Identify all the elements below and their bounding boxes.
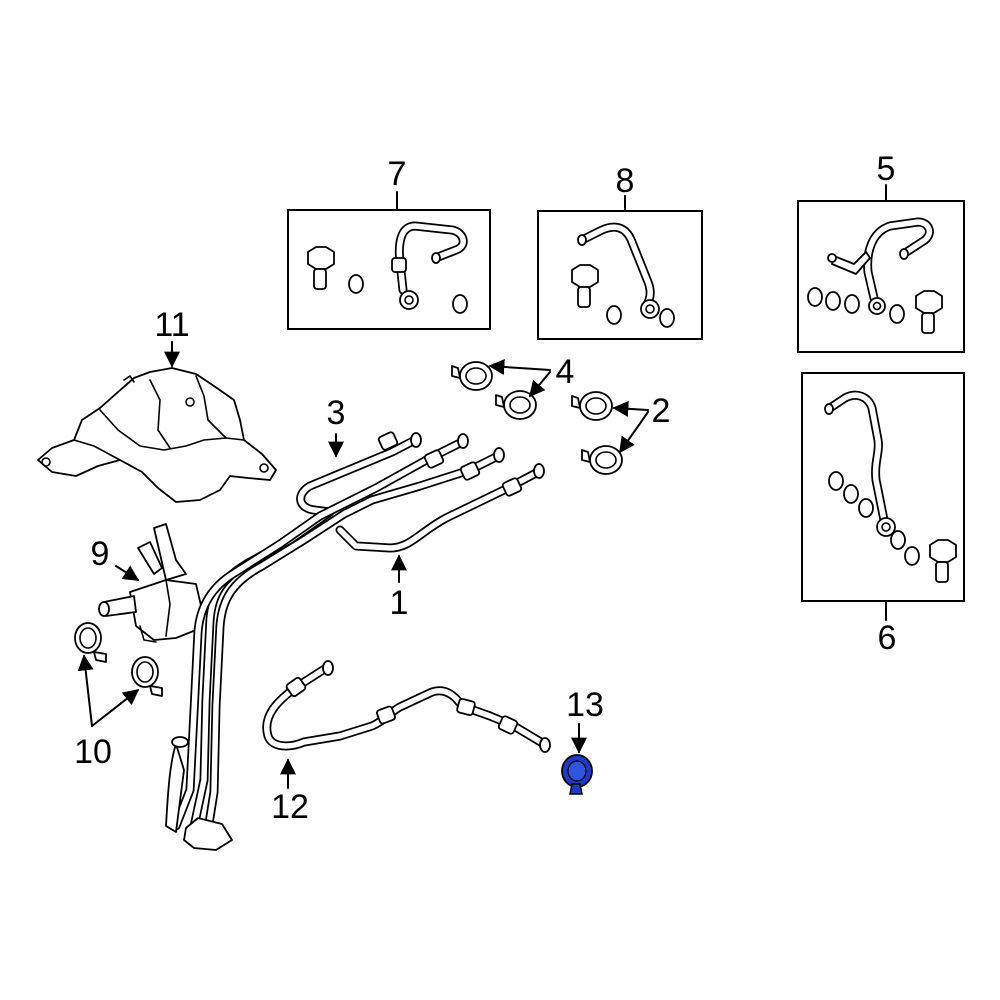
callout-10: 10	[74, 733, 112, 771]
hose-clamp-icon	[495, 390, 537, 420]
hose-clamp-icon	[74, 622, 107, 663]
part-8-kit-box	[537, 195, 703, 340]
hose-clamp-highlighted-icon	[561, 754, 593, 795]
hose-clamp-icon	[581, 445, 623, 475]
kit-6-frame	[801, 372, 965, 602]
kit-8-frame	[537, 210, 703, 340]
callout-2: 2	[652, 392, 671, 430]
heat-shield-icon	[37, 367, 277, 503]
banjo-bolt-icon	[571, 264, 599, 308]
o-ring-icon	[843, 484, 859, 504]
o-ring-icon	[807, 287, 823, 307]
o-ring-icon	[844, 294, 860, 314]
oil-line-icon	[827, 217, 934, 315]
banjo-bolt-icon	[915, 290, 943, 334]
coolant-hose-assembly-icon	[165, 431, 545, 851]
o-ring-icon	[825, 291, 841, 311]
o-ring-icon	[890, 530, 906, 550]
hose-clamp-icon	[131, 656, 163, 697]
callout-5: 5	[877, 150, 896, 188]
callout-7: 7	[388, 155, 407, 193]
kit-7-frame	[287, 209, 491, 330]
hose-clamp-icon	[571, 391, 613, 421]
o-ring-icon	[452, 294, 468, 314]
callout-13: 13	[566, 686, 604, 724]
callout-11: 11	[154, 306, 189, 344]
part-5-kit-box	[797, 184, 965, 353]
banjo-bolt-icon	[307, 246, 335, 290]
callout-4: 4	[556, 353, 575, 391]
callout-9: 9	[91, 535, 110, 573]
callout-12: 12	[271, 788, 309, 826]
coolant-hose-icon	[262, 660, 551, 753]
leader-lines	[77, 341, 649, 789]
callout-8: 8	[616, 162, 635, 200]
o-ring-icon	[348, 274, 364, 294]
callout-6: 6	[878, 619, 897, 657]
banjo-bolt-icon	[929, 539, 957, 583]
callout-labels: 7 8 5 6 11 3 4 2 1 9 10 12 13	[74, 150, 896, 826]
o-ring-icon	[904, 546, 920, 566]
o-ring-icon	[606, 305, 622, 325]
o-ring-icon	[828, 471, 844, 491]
part-6-kit-box	[801, 372, 965, 621]
kit-5-frame	[797, 200, 965, 353]
callout-3: 3	[327, 394, 346, 432]
o-ring-icon	[889, 304, 905, 324]
part-7-kit-box	[287, 191, 491, 330]
o-ring-icon	[659, 308, 675, 328]
oil-line-icon	[577, 222, 660, 319]
bracket-icon	[98, 523, 203, 643]
callout-1: 1	[390, 584, 409, 622]
oil-line-icon	[824, 390, 896, 537]
hose-clamp-icon	[451, 361, 493, 391]
o-ring-icon	[858, 498, 874, 518]
oil-line-icon	[391, 221, 468, 310]
